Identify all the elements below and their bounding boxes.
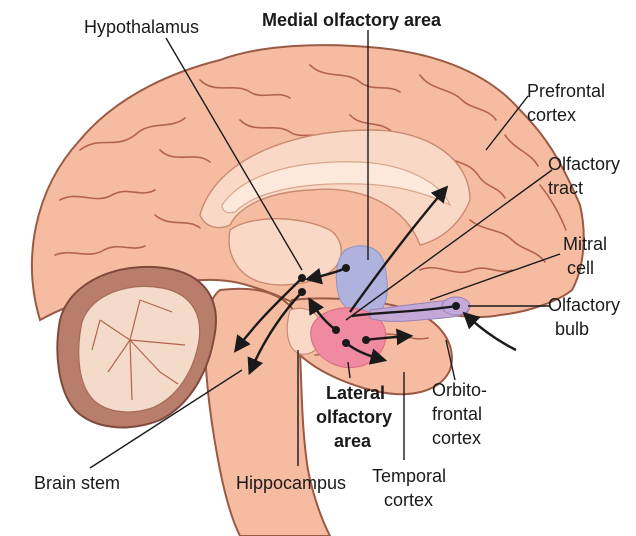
- label-mitral-cell-line1: Mitral: [563, 234, 607, 254]
- label-mitral-cell-line2: cell: [567, 258, 594, 278]
- label-lateral-olfactory-area-line3: area: [334, 431, 372, 451]
- label-temporal-cortex-line2: cortex: [384, 490, 433, 510]
- label-lateral-olfactory-area-line2: olfactory: [316, 407, 392, 427]
- label-olfactory-bulb-line2: bulb: [555, 319, 589, 339]
- label-olfactory-tract-line2: tract: [548, 178, 583, 198]
- cerebellum: [57, 267, 216, 428]
- label-hippocampus: Hippocampus: [236, 473, 346, 493]
- label-olfactory-tract-line1: Olfactory: [548, 154, 620, 174]
- label-olfactory-bulb-line1: Olfactory: [548, 295, 620, 315]
- label-prefrontal-cortex-line2: cortex: [527, 105, 576, 125]
- label-medial-olfactory-area: Medial olfactory area: [262, 10, 442, 30]
- label-lateral-olfactory-area-line1: Lateral: [326, 383, 385, 403]
- medial-olfactory-area-shape: [336, 246, 387, 315]
- label-temporal-cortex-line1: Temporal: [372, 466, 446, 486]
- label-orbitofrontal-cortex-line1: Orbito-: [432, 380, 487, 400]
- label-orbitofrontal-cortex-line2: frontal: [432, 404, 482, 424]
- label-orbitofrontal-cortex-line3: cortex: [432, 428, 481, 448]
- label-hypothalamus: Hypothalamus: [84, 17, 199, 37]
- label-prefrontal-cortex-line1: Prefrontal: [527, 81, 605, 101]
- label-brain-stem: Brain stem: [34, 473, 120, 493]
